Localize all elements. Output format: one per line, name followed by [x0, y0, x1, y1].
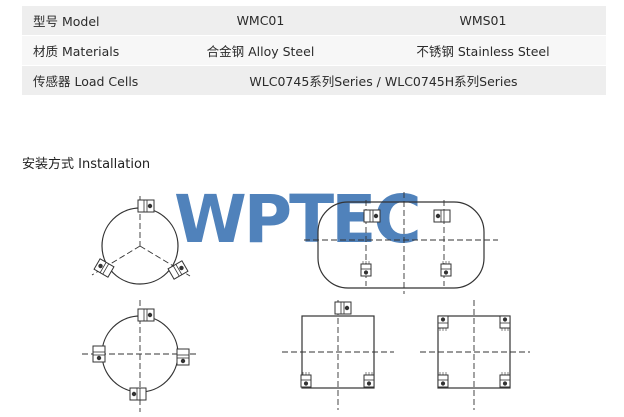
- wmc-value: WMC01: [161, 6, 360, 36]
- wms-value: 不锈钢 Stainless Steel: [359, 35, 606, 66]
- wmc-value: 合金钢 Alloy Steel: [161, 35, 360, 66]
- install-four-point-stadium: [304, 192, 498, 294]
- watermark-logo: WPTEC: [174, 181, 422, 258]
- load-cell-series-value: WLC0745系列Series / WLC0745H系列Series: [161, 65, 606, 96]
- row-label: 传感器 Load Cells: [22, 65, 161, 96]
- row-label: 型号 Model: [22, 6, 161, 36]
- watermark-logo-text: WPTEC: [174, 181, 419, 258]
- install-four-point-square: [420, 300, 530, 410]
- row-label: 材质 Materials: [22, 35, 161, 66]
- spec-table: 型号 Model WMC01 WMS01 材质 Materials 合金钢 Al…: [22, 6, 606, 96]
- install-three-point-square: [282, 300, 394, 410]
- wms-value: WMS01: [359, 6, 606, 36]
- table-row-model: 型号 Model WMC01 WMS01: [22, 6, 606, 36]
- installation-title: 安装方式 Installation: [22, 157, 151, 172]
- install-four-point-circle: [82, 300, 198, 412]
- install-three-point-circle: [91, 196, 191, 285]
- table-row-load-cells: 传感器 Load Cells WLC0745系列Series / WLC0745…: [22, 65, 606, 96]
- table-row-materials: 材质 Materials 合金钢 Alloy Steel 不锈钢 Stainle…: [22, 35, 606, 66]
